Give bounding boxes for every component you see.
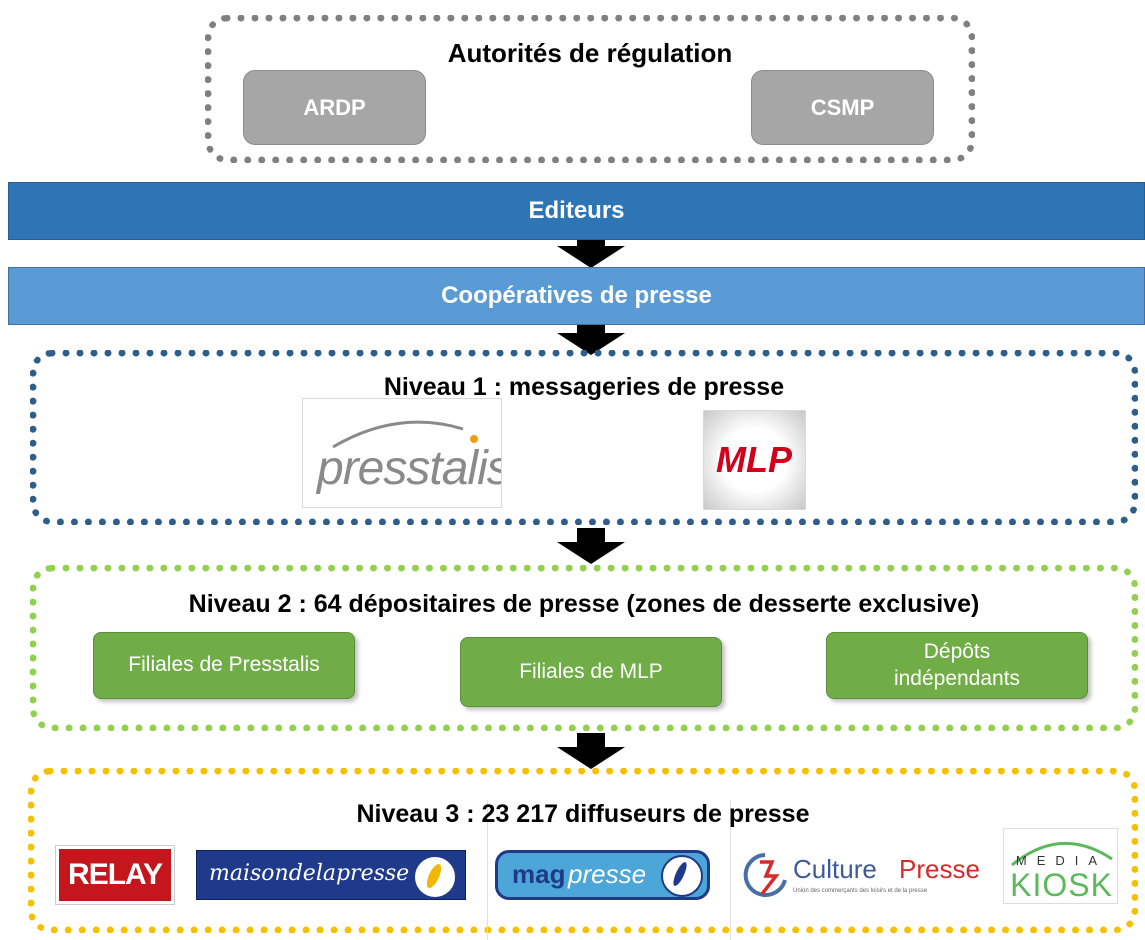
niveau3-title: Niveau 3 : 23 217 diffuseurs de presse xyxy=(356,800,810,828)
relay-badge: RELAY xyxy=(59,849,171,901)
niveau2-title-bold: Niveau 2 xyxy=(188,590,292,618)
presstalis-swoosh-icon xyxy=(332,420,478,449)
regulators-frame xyxy=(205,15,975,163)
presstalis-logo[interactable]: presstalis xyxy=(302,398,502,508)
arrow-down-icon xyxy=(557,246,625,268)
quill-icon xyxy=(661,855,703,897)
arrow-down-icon xyxy=(557,333,625,355)
culturepresse-subtitle: Union des commerçants des loisirs et de … xyxy=(793,888,928,894)
arrow-down-icon xyxy=(557,747,625,769)
arrow-down-icon xyxy=(577,325,605,333)
niveau1-frame xyxy=(30,350,1138,525)
culturepresse-logo[interactable]: Culture Presse Union des commerçants des… xyxy=(738,848,982,903)
separator-line xyxy=(730,800,731,940)
regulators-title: Autorités de régulation xyxy=(447,38,733,68)
niveau3-frame xyxy=(28,768,1138,933)
separator-line xyxy=(487,800,488,940)
culturepresse-wordmark-presse: Presse xyxy=(899,854,980,884)
filiales-presstalis-box[interactable]: Filiales de Presstalis xyxy=(93,632,355,699)
depots-independants-box[interactable]: Dépôts indépendants xyxy=(826,632,1088,699)
editeurs-bar: Editeurs xyxy=(8,182,1145,240)
mediakiosk-logo[interactable]: MEDIA KIOSK xyxy=(1003,828,1118,904)
mediakiosk-wordmark-media: MEDIA xyxy=(1015,853,1108,868)
magpresse-wordmark-presse: presse xyxy=(568,859,647,889)
mediakiosk-wordmark-kiosk: KIOSK xyxy=(1010,867,1113,903)
niveau2-title: Niveau 2 : 64 dépositaires de presse (zo… xyxy=(30,590,1138,619)
niveau2-title-rest: : 64 dépositaires de presse (zones de de… xyxy=(291,590,980,618)
quill-icon xyxy=(413,855,457,899)
arrow-down-icon xyxy=(557,542,625,564)
maisondelapresse-logo[interactable]: maisondelapresse xyxy=(196,850,466,900)
maisondelapresse-wordmark: maisondelapresse xyxy=(209,861,410,886)
csmp-box[interactable]: CSMP xyxy=(751,70,934,145)
arrow-down-icon xyxy=(577,733,605,747)
relay-wordmark: RELAY xyxy=(68,858,163,891)
relay-logo[interactable]: RELAY xyxy=(55,845,175,905)
culturepresse-wordmark-culture: Culture xyxy=(793,854,885,884)
mediakiosk-arc-icon xyxy=(1011,841,1113,867)
culturepresse-emblem-icon xyxy=(743,853,787,897)
arrow-down-icon xyxy=(577,528,605,542)
presstalis-wordmark: presstalis xyxy=(317,442,502,495)
niveau2-frame xyxy=(30,565,1138,731)
filiales-mlp-box[interactable]: Filiales de MLP xyxy=(460,637,722,707)
ardp-box[interactable]: ARDP xyxy=(243,70,426,145)
cooperatives-bar: Coopératives de presse xyxy=(8,267,1145,325)
niveau1-title: Niveau 1 : messageries de presse xyxy=(383,373,785,401)
mlp-wordmark: MLP xyxy=(716,439,792,480)
arrow-down-icon xyxy=(577,240,605,246)
magpresse-logo[interactable]: mag presse xyxy=(495,850,710,900)
mlp-logo[interactable]: MLP xyxy=(703,410,806,510)
magpresse-wordmark-mag: mag xyxy=(512,859,566,889)
